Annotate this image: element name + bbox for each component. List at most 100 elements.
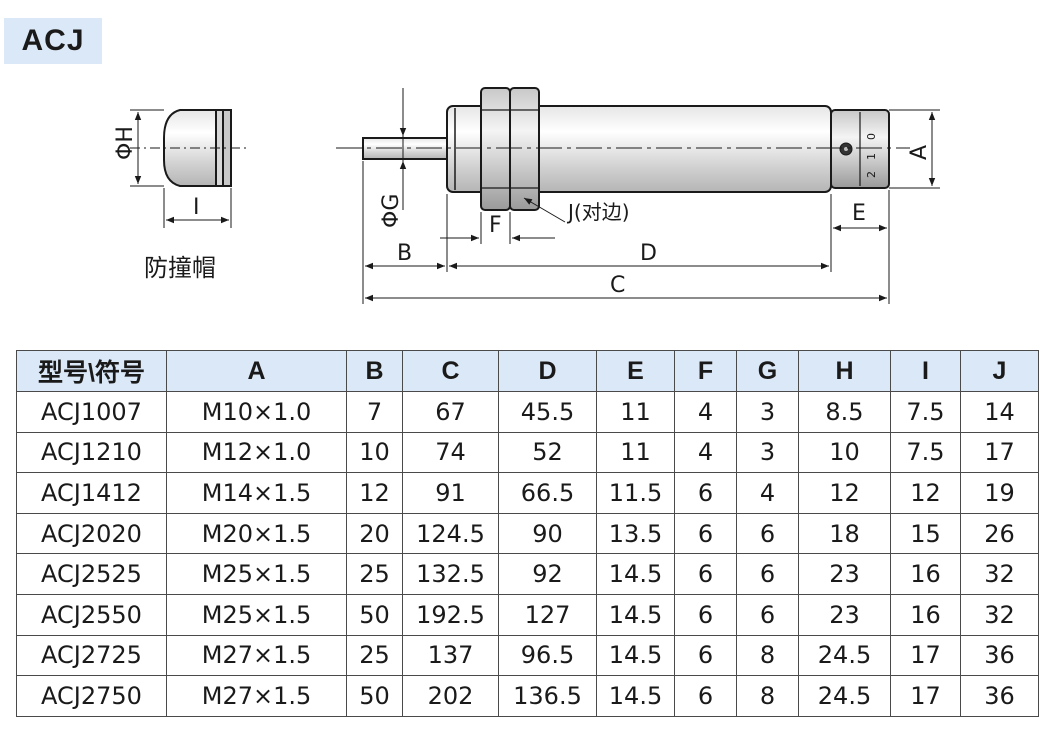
table-cell: 11 — [596, 391, 675, 433]
header-g: G — [736, 350, 799, 392]
table-cell: 17 — [890, 634, 961, 677]
table-cell: 36 — [960, 675, 1039, 717]
technical-drawing: ΦH I 0 1 2 ΦG — [113, 87, 940, 304]
table-cell: 202 — [402, 675, 499, 717]
c-label: C — [610, 273, 625, 298]
table-cell: 23 — [798, 593, 891, 636]
b-label: B — [397, 241, 412, 266]
e-dimension: E — [830, 190, 890, 236]
bumper-cap: ΦH I — [113, 109, 246, 228]
table-cell: 13.5 — [596, 512, 675, 555]
table-cell: 10 — [798, 431, 891, 474]
table-cell: 50 — [346, 675, 403, 717]
table-cell: ACJ2750 — [16, 675, 167, 717]
table-cell: 24.5 — [798, 675, 891, 717]
table-cell: M14×1.5 — [166, 472, 347, 514]
adjuster-mark-1: 1 — [865, 153, 878, 160]
table-cell: 3 — [736, 431, 799, 474]
table-cell: M27×1.5 — [166, 634, 347, 677]
table-cell: 6 — [674, 593, 737, 636]
header-j: J — [960, 350, 1039, 392]
table-cell: 24.5 — [798, 634, 891, 677]
phi-g-dimension: ΦG — [379, 88, 407, 228]
shock-absorber: 0 1 2 — [336, 87, 910, 211]
table-cell: 10 — [346, 431, 403, 474]
bumper-cap-caption: 防撞帽 — [144, 254, 216, 282]
table-cell: 17 — [890, 675, 961, 717]
table-cell: 45.5 — [498, 391, 597, 433]
table-cell: 36 — [960, 634, 1039, 677]
table-cell: 8 — [736, 634, 799, 677]
table-cell: 8 — [736, 675, 799, 717]
table-cell: M10×1.0 — [166, 391, 347, 433]
c-dimension: C — [365, 236, 890, 304]
table-cell: ACJ2725 — [16, 634, 167, 677]
table-cell: 18 — [798, 512, 891, 555]
table-cell: 132.5 — [402, 553, 499, 595]
table-cell: 16 — [890, 593, 961, 636]
table-cell: 32 — [960, 593, 1039, 636]
table-cell: 6 — [736, 553, 799, 595]
table-cell: 32 — [960, 553, 1039, 595]
e-label: E — [852, 201, 866, 226]
table-cell: 11.5 — [596, 472, 675, 514]
table-cell: 26 — [960, 512, 1039, 555]
table-cell: ACJ2525 — [16, 553, 167, 595]
table-cell: 4 — [674, 431, 737, 474]
i-label: I — [193, 195, 200, 220]
table-cell: ACJ2550 — [16, 593, 167, 636]
table-cell: M27×1.5 — [166, 675, 347, 717]
j-label: J(对边) — [566, 200, 630, 224]
d-label: D — [640, 241, 657, 266]
adjuster-mark-0: 0 — [865, 133, 878, 140]
header-h: H — [798, 350, 891, 392]
table-cell: 14.5 — [596, 593, 675, 636]
table-cell: 6 — [674, 675, 737, 717]
adjuster-mark-2: 2 — [865, 171, 878, 178]
table-cell: 20 — [346, 512, 403, 555]
table-cell: 8.5 — [798, 391, 891, 433]
table-cell: 6 — [674, 634, 737, 677]
table-cell: 6 — [674, 553, 737, 595]
table-cell: 3 — [736, 391, 799, 433]
table-cell: 6 — [674, 512, 737, 555]
table-cell: 25 — [346, 634, 403, 677]
table-cell: 50 — [346, 593, 403, 636]
table-cell: 96.5 — [498, 634, 597, 677]
table-cell: 23 — [798, 553, 891, 595]
table-cell: 16 — [890, 553, 961, 595]
title-badge: ACJ — [4, 18, 102, 64]
table-cell: 19 — [960, 472, 1039, 514]
b-d-dimension: B D — [362, 161, 832, 304]
table-cell: 74 — [402, 431, 499, 474]
f-label: F — [489, 213, 502, 238]
header-d: D — [498, 350, 597, 392]
table-cell: 127 — [498, 593, 597, 636]
table-cell: M25×1.5 — [166, 553, 347, 595]
header-b: B — [346, 350, 403, 392]
a-dimension: A — [889, 109, 940, 189]
table-cell: 67 — [402, 391, 499, 433]
header-e: E — [596, 350, 675, 392]
table-cell: 52 — [498, 431, 597, 474]
phi-h-label: ΦH — [113, 126, 138, 160]
table-cell: 6 — [674, 472, 737, 514]
table-cell: 11 — [596, 431, 675, 474]
table-cell: M12×1.0 — [166, 431, 347, 474]
header-a: A — [166, 350, 347, 392]
table-cell: 90 — [498, 512, 597, 555]
a-label: A — [907, 145, 932, 160]
table-cell: 137 — [402, 634, 499, 677]
header-i: I — [890, 350, 961, 392]
table-cell: 6 — [736, 512, 799, 555]
table-cell: 7.5 — [890, 431, 961, 474]
header-f: F — [674, 350, 737, 392]
